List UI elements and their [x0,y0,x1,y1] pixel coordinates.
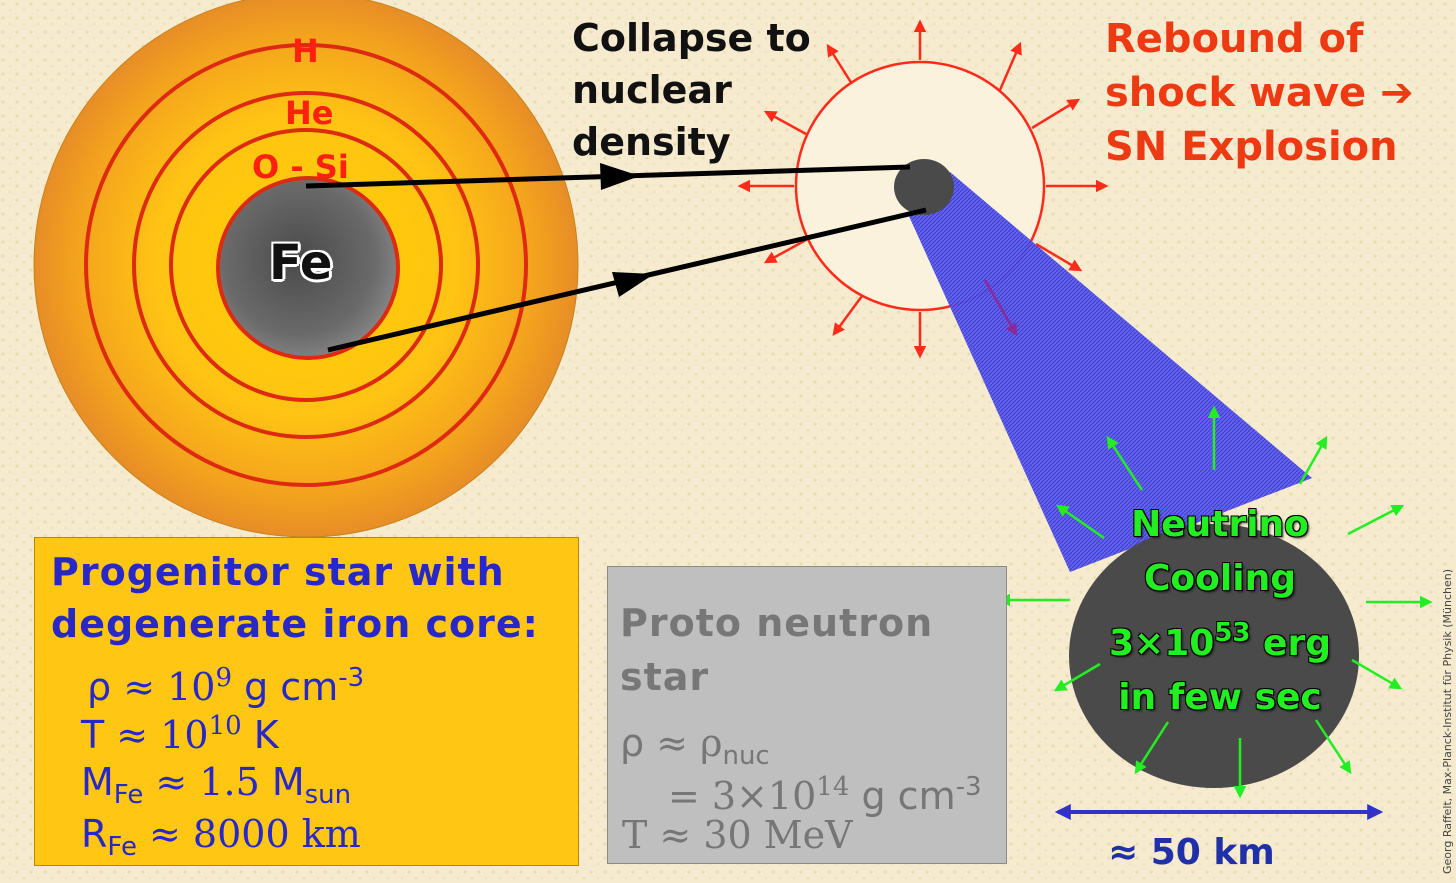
radius-value: ≈ 8000 km [136,812,361,856]
shock-arrow [763,110,807,136]
pns-density-value: = 3×1014 g cm-3 [668,763,982,820]
shock-arrow [826,43,854,85]
pns-title-line2: star [620,655,710,699]
collapse-label: Collapse to nuclear density [572,12,811,168]
pns-rho-unit-exponent: -3 [955,772,982,802]
mass-subscript: Fe [113,780,144,810]
rho-exponent: 9 [215,663,233,693]
pns-rho-symbol: ρ [620,721,645,765]
rebound-label-line: shock wave ➔ [1105,70,1414,116]
neutrino-cooling-label: Neutrino Cooling 3×1053 erg in few sec [1070,498,1370,725]
neutrino-arrow [1134,721,1170,775]
layer-label-fe: Fe [269,235,333,291]
rho-value: ≈ 10 [111,665,216,709]
pns-temperature: T ≈ 30 MeV [622,813,853,857]
shock-arrow [1031,98,1081,130]
shell-boundary-h-he [84,43,528,487]
shock-arrow [832,295,864,337]
collapse-label-line: density [572,120,731,164]
temperature-symbol: T [81,713,105,757]
neutrino-label-line: Cooling [1144,558,1296,599]
shell-boundary-he-osi [132,91,480,439]
progenitor-radius: RFe ≈ 8000 km [81,810,361,871]
neutrino-energy-base: 3×10 [1109,623,1215,664]
progenitor-info-box: Progenitor star with degenerate iron cor… [34,537,579,866]
rho-unit: g cm [232,665,339,709]
neutrino-label-line: Neutrino [1131,504,1309,545]
collapse-arrows [305,163,927,353]
neutrino-energy-line: 3×1053 erg [1070,606,1370,671]
mass-symbol: M [81,760,114,804]
proto-neutron-star [1069,524,1359,788]
collapse-label-line: Collapse to [572,16,811,60]
layer-label-h: H [292,32,319,70]
rebound-label-line: Rebound of [1105,16,1364,62]
credit-text: Georg Raffelt, Max-Planck-Institut für P… [1441,569,1454,874]
neutrino-arrow [1347,504,1405,536]
layer-label-o-si: O - Si [252,148,349,186]
progenitor-title-line1: Progenitor star with [51,550,505,594]
layer-label-he: He [285,94,334,132]
pns-rho-unit: g cm [849,774,956,818]
neutrino-arrow [1106,435,1144,491]
neutrino-energy-exponent: 53 [1214,618,1251,648]
radius-subscript: Fe [107,832,137,862]
inner-shock-arrow [983,279,1018,337]
zoom-cone [908,172,1312,572]
progenitor-star [33,0,579,538]
mass-unit: M [271,760,305,804]
proto-neutron-star-info-box: Proto neutron star ρ ≈ ρnuc = 3×1014 g c… [607,566,1007,864]
neutrino-arrow [1298,435,1328,485]
collapsed-core [894,159,954,215]
neutrino-energy-unit: erg [1250,623,1331,664]
neutrino-arrows [997,405,1433,799]
progenitor-mass: MFe ≈ 1.5 Msun [81,758,351,819]
neutrino-arrow [1053,662,1101,692]
mass-value: ≈ 1.5 [143,760,272,804]
temperature-value: ≈ 10 [104,713,209,757]
iron-core [216,176,400,360]
pns-rho-value: = 3×10 [668,774,817,818]
shock-arrows [737,19,1109,359]
shell-boundary-osi-fe [169,128,443,402]
neutrino-label-line: in few sec [1118,677,1322,718]
progenitor-temperature: T ≈ 1010 K [81,702,279,759]
rebound-label: Rebound of shock wave ➔ SN Explosion [1105,12,1414,174]
radius-symbol: R [81,812,108,856]
temperature-exponent: 10 [208,711,242,741]
rho-symbol: ρ [87,665,112,709]
shock-arrow [998,41,1022,91]
collapse-arrowhead-upper [600,163,640,190]
neutrino-arrow [1351,658,1403,690]
neutrino-arrow [1055,504,1105,540]
collapse-arrowhead-lower [612,272,654,297]
temperature-unit: K [241,713,279,757]
shock-arrow [763,238,807,264]
pns-rho-subscript: nuc [722,741,770,771]
pns-rho-exponent: 14 [816,772,850,802]
rebound-label-line: SN Explosion [1105,124,1398,170]
progenitor-title-line2: degenerate iron core: [51,602,539,646]
rho-unit-exponent: -3 [338,663,365,693]
neutrino-arrow [1314,719,1352,775]
mass-unit-subscript: sun [304,780,352,810]
pns-title-line1: Proto neutron [620,601,934,645]
pns-density: ρ ≈ ρnuc [620,719,770,780]
scale-label: ≈ 50 km [1108,832,1275,873]
pns-rho-approx: ≈ ρ [644,721,723,765]
collapse-label-line: nuclear [572,68,732,112]
shock-arrow [1035,242,1083,272]
progenitor-density: ρ ≈ 109 g cm-3 [87,654,364,711]
